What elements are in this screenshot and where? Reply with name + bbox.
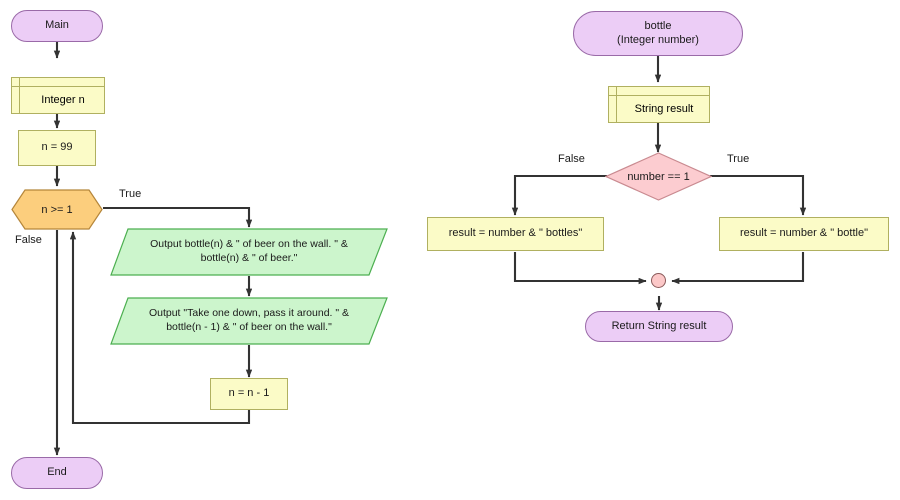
node-main-start-label: Main (45, 19, 69, 32)
diamond-shape (604, 152, 713, 201)
node-decrement-n-label: n = n - 1 (228, 387, 270, 400)
parallelogram-shape (110, 297, 388, 345)
edge-label-left-true: True (119, 188, 142, 200)
edge-decision-true-to-singular (710, 174, 807, 216)
declare-left-bar (19, 78, 20, 113)
node-return-string-result-label: Return String result (611, 319, 707, 332)
node-output-take-one-down[interactable]: Output "Take one down, pass it around. "… (110, 297, 388, 345)
node-assign-result-plural-label: result = number & " bottles" (448, 227, 583, 240)
node-assign-n-99[interactable]: n = 99 (18, 130, 96, 166)
node-assign-n-99-label: n = 99 (41, 141, 73, 154)
node-bottle-start-label-line2: (Integer number) (617, 33, 699, 46)
edge-decision-false-to-plural (511, 174, 607, 216)
node-assign-result-singular-label: result = number & " bottle" (740, 227, 868, 240)
node-bottle-start-label-line1: bottle (644, 19, 672, 32)
node-decision-number-eq-1-label: number == 1 (627, 170, 690, 183)
node-output-take-one-down-label: Output "Take one down, pass it around. "… (148, 307, 350, 333)
declare-left-bar (616, 87, 617, 122)
hexagon-shape (11, 189, 103, 230)
edge-label-right-false: False (558, 153, 585, 165)
node-end-label: End (47, 466, 67, 479)
declare-top-bar (12, 86, 104, 87)
node-output-beer-on-wall[interactable]: Output bottle(n) & " of beer on the wall… (110, 228, 388, 276)
node-main-start[interactable]: Main (11, 10, 103, 42)
node-end[interactable]: End (11, 457, 103, 489)
node-declare-string-result-label: String result (634, 103, 694, 115)
parallelogram-shape (110, 228, 388, 276)
node-declare-integer-n[interactable]: Integer n (11, 77, 105, 114)
edge-decision-true-to-output1 (103, 206, 253, 228)
declare-top-bar (609, 95, 709, 96)
edge-label-right-true: True (727, 153, 750, 165)
node-declare-integer-n-label: Integer n (41, 94, 85, 106)
node-return-string-result[interactable]: Return String result (585, 311, 733, 342)
edge-decrement-loopback (69, 231, 251, 425)
node-decision-n-ge-1-label: n >= 1 (41, 203, 73, 216)
node-declare-string-result[interactable]: String result (608, 86, 710, 123)
edge-plural-to-merge (513, 252, 647, 285)
node-output-beer-on-wall-label: Output bottle(n) & " of beer on the wall… (150, 238, 348, 264)
node-assign-result-plural[interactable]: result = number & " bottles" (427, 217, 604, 251)
node-decision-n-ge-1[interactable]: n >= 1 (11, 189, 103, 230)
node-bottle-start[interactable]: bottle (Integer number) (573, 11, 743, 56)
node-assign-result-singular[interactable]: result = number & " bottle" (719, 217, 889, 251)
merge-point-circle (651, 273, 666, 288)
node-decision-number-eq-1[interactable]: number == 1 (604, 152, 713, 201)
edge-label-left-false: False (15, 234, 42, 246)
node-decrement-n[interactable]: n = n - 1 (210, 378, 288, 410)
edge-singular-to-merge (671, 252, 805, 285)
